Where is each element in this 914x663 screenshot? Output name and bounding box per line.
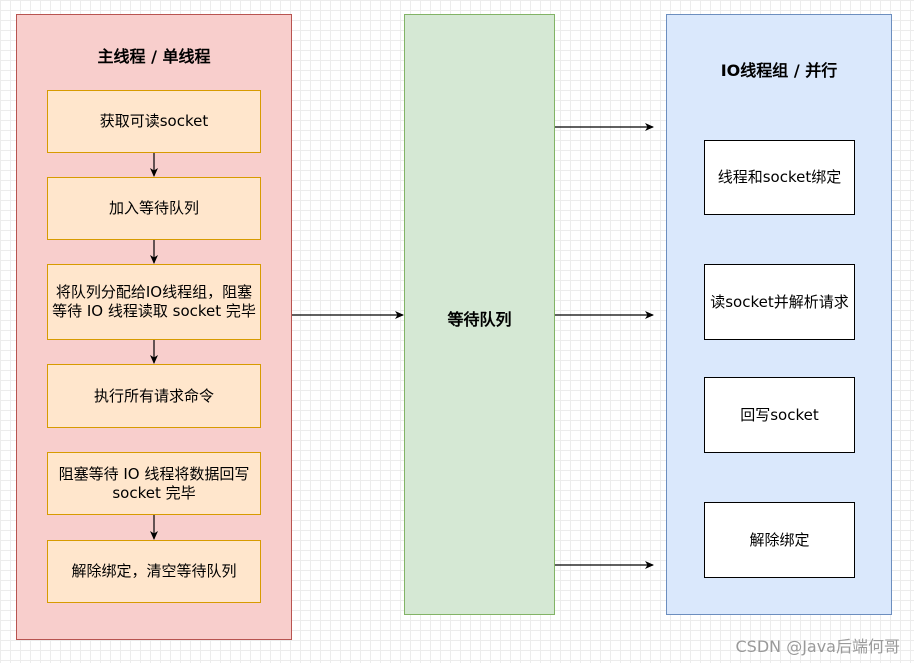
main-thread-title: 主线程 / 单线程 bbox=[97, 47, 211, 66]
step-get-readable-socket: 获取可读socket bbox=[47, 90, 261, 153]
wait-queue-group: 等待队列 bbox=[404, 14, 555, 615]
task-bind-socket: 线程和socket绑定 bbox=[704, 140, 855, 215]
watermark: CSDN @Java后端何哥 bbox=[735, 637, 900, 656]
step-wait-write-back: 阻塞等待 IO 线程将数据回写 socket 完毕 bbox=[47, 452, 261, 515]
task-write-back: 回写socket bbox=[704, 377, 855, 453]
io-group-title: IO线程组 / 并行 bbox=[720, 61, 838, 80]
wait-queue-label: 等待队列 bbox=[447, 310, 512, 329]
task-unbind: 解除绑定 bbox=[704, 502, 855, 578]
step-execute-commands: 执行所有请求命令 bbox=[47, 364, 261, 428]
task-read-parse: 读socket并解析请求 bbox=[704, 264, 855, 340]
step-add-to-queue: 加入等待队列 bbox=[47, 177, 261, 240]
step-unbind-clear-queue: 解除绑定，清空等待队列 bbox=[47, 540, 261, 603]
step-assign-queue-wait-read: 将队列分配给IO线程组，阻塞等待 IO 线程读取 socket 完毕 bbox=[47, 264, 261, 340]
